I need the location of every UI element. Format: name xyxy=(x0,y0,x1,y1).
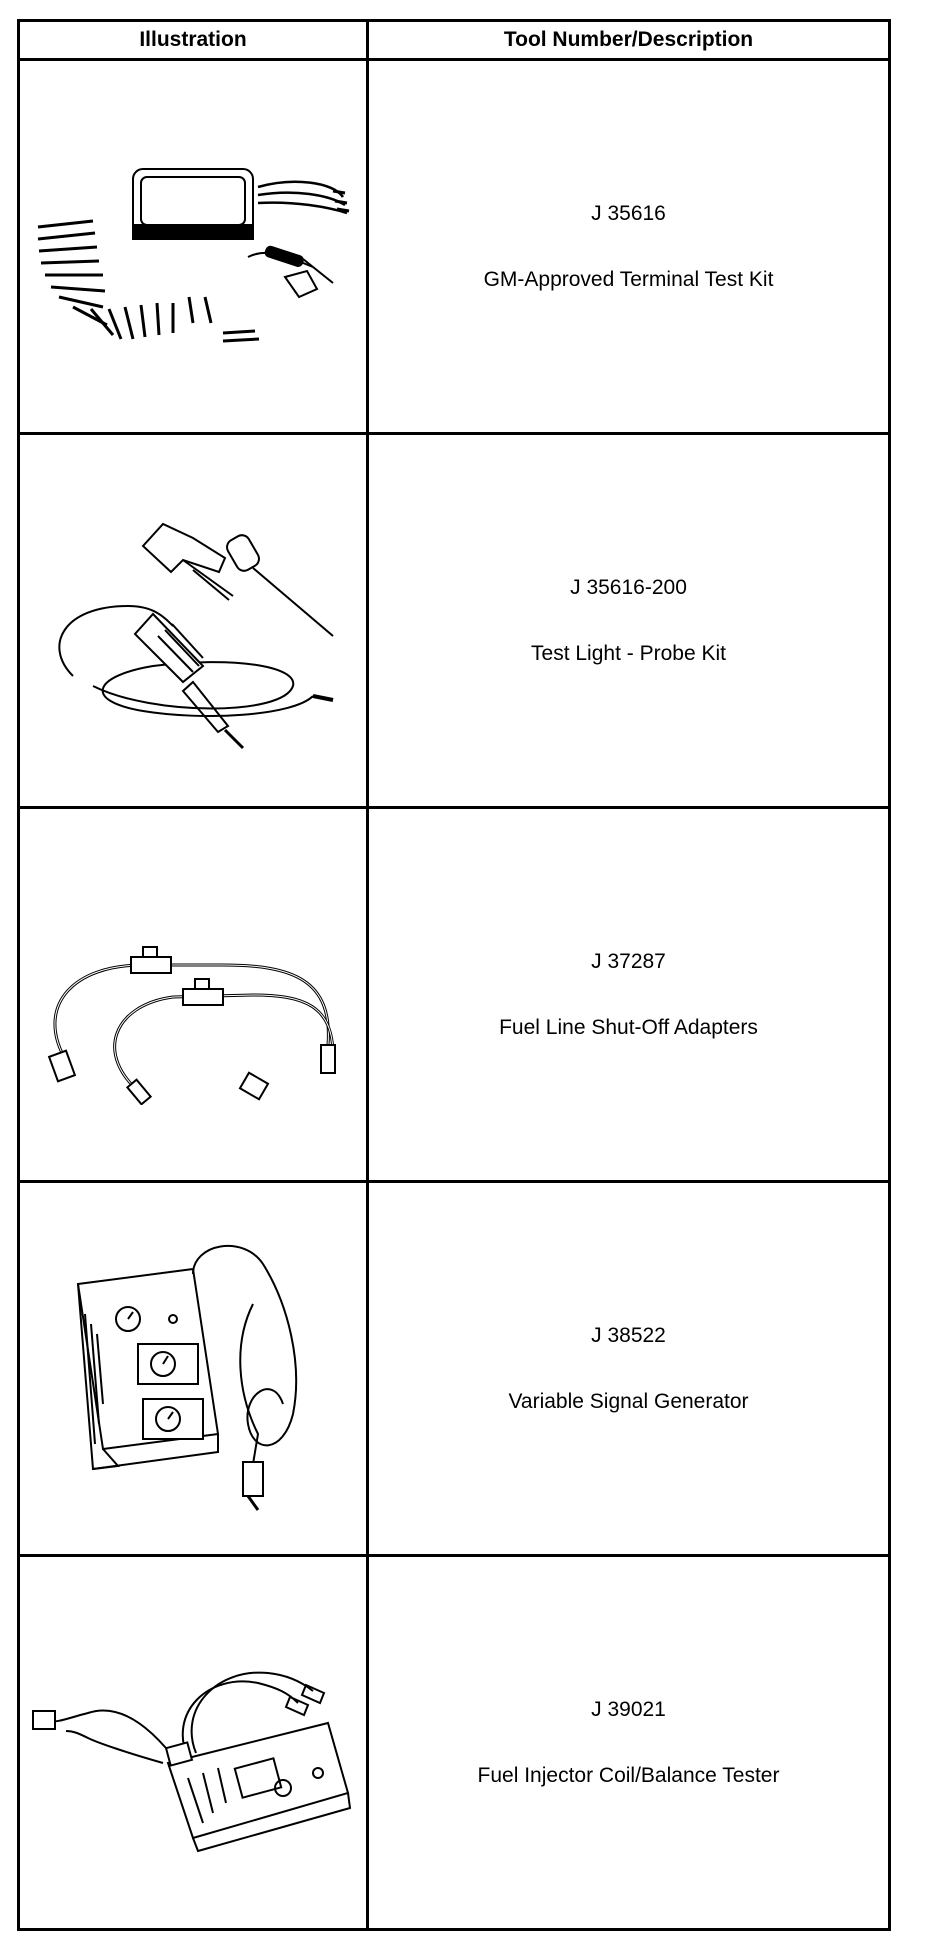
signal-generator-illustration xyxy=(76,1244,298,1511)
tool-description: Fuel Injector Coil/Balance Tester xyxy=(477,1763,780,1787)
illustration-cell xyxy=(17,1180,369,1557)
special-tools-table: Illustration Tool Number/Description xyxy=(17,19,891,1931)
table-row: J 38522 Variable Signal Generator xyxy=(17,1180,891,1557)
tool-table-container: Illustration Tool Number/Description xyxy=(17,19,891,1931)
table-row: J 39021 Fuel Injector Coil/Balance Teste… xyxy=(17,1554,891,1931)
tool-description: Test Light - Probe Kit xyxy=(531,641,726,665)
terminal-test-kit-illustration xyxy=(37,167,350,342)
description-cell: J 37287 Fuel Line Shut-Off Adapters xyxy=(366,806,891,1183)
description-cell: J 38522 Variable Signal Generator xyxy=(366,1180,891,1557)
tool-description: GM-Approved Terminal Test Kit xyxy=(483,267,774,291)
description-cell: J 35616-200 Test Light - Probe Kit xyxy=(366,432,891,809)
injector-tester-illustration xyxy=(32,1671,352,1852)
description-cell: J 35616 GM-Approved Terminal Test Kit xyxy=(366,58,891,435)
table-row: J 35616 GM-Approved Terminal Test Kit xyxy=(17,58,891,435)
illustration-cell xyxy=(17,1554,369,1931)
illustration-cell xyxy=(17,806,369,1183)
illustration-cell xyxy=(17,58,369,435)
tool-number: J 35616 xyxy=(591,202,666,226)
tool-number: J 35616-200 xyxy=(570,576,687,600)
header-tool-description: Tool Number/Description xyxy=(366,19,891,61)
tool-description: Variable Signal Generator xyxy=(508,1389,749,1413)
header-illustration: Illustration xyxy=(17,19,369,61)
fuel-line-adapters-illustration xyxy=(47,945,336,1105)
illustration-cell xyxy=(17,432,369,809)
test-light-probe-illustration xyxy=(58,522,334,749)
table-header-row: Illustration Tool Number/Description xyxy=(17,19,891,61)
tool-description: Fuel Line Shut-Off Adapters xyxy=(499,1015,758,1039)
tool-number: J 39021 xyxy=(591,1698,666,1722)
tool-number: J 38522 xyxy=(591,1324,666,1348)
table-row: J 35616-200 Test Light - Probe Kit xyxy=(17,432,891,809)
description-cell: J 39021 Fuel Injector Coil/Balance Teste… xyxy=(366,1554,891,1931)
tool-number: J 37287 xyxy=(591,950,666,974)
table-row: J 37287 Fuel Line Shut-Off Adapters xyxy=(17,806,891,1183)
